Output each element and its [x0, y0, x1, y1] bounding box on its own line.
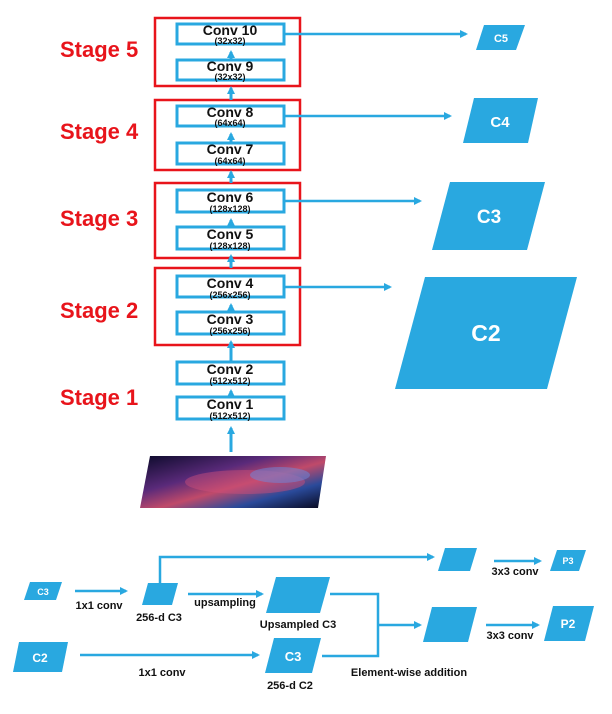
conv3x3-bottom-label: 3x3 conv: [486, 630, 534, 642]
svg-text:Conv 1: Conv 1: [207, 396, 254, 412]
conv-1-box: Conv 1 (512x512): [175, 395, 286, 421]
conv-9-box: Conv 9 (32x32): [175, 58, 286, 82]
c2-output: C2: [395, 277, 577, 389]
p3-output: P3: [550, 550, 586, 571]
stage-3-label: Stage 3: [60, 206, 138, 231]
stage-1-label: Stage 1: [60, 385, 138, 410]
svg-text:C2: C2: [32, 651, 48, 665]
conv-5-box: Conv 5 (128x128): [175, 225, 286, 251]
upsampled-c3-label: Upsampled C3: [260, 619, 336, 631]
svg-text:Conv 5: Conv 5: [207, 226, 254, 242]
p3-input-box: [438, 548, 477, 571]
reduced-c3-box: [142, 583, 178, 605]
svg-text:(64x64): (64x64): [214, 118, 245, 128]
conv1x1-top-label: 1x1 conv: [75, 600, 123, 612]
upsampling-label: upsampling: [194, 597, 256, 609]
svg-text:Conv 2: Conv 2: [207, 361, 254, 377]
conv-3-box: Conv 3 (256x256): [175, 310, 286, 336]
stage-4-label: Stage 4: [60, 119, 139, 144]
svg-text:(32x32): (32x32): [214, 36, 245, 46]
svg-text:(32x32): (32x32): [214, 72, 245, 82]
fusion-diagram: C3 1x1 conv 256-d C3 upsampling Upsample…: [13, 548, 594, 692]
fusion-c3-input: C3: [24, 582, 62, 600]
svg-text:Conv 4: Conv 4: [207, 275, 254, 291]
svg-text:C3: C3: [285, 649, 302, 664]
upsampled-c3-box: [266, 577, 330, 613]
svg-text:Conv 10: Conv 10: [203, 22, 258, 38]
svg-text:C2: C2: [471, 320, 500, 346]
conv-4-box: Conv 4 (256x256): [175, 274, 286, 300]
svg-text:(128x128): (128x128): [209, 241, 250, 251]
c5-output: C5: [476, 25, 525, 50]
svg-text:C3: C3: [37, 587, 49, 597]
conv-8-box: Conv 8 (64x64): [175, 104, 286, 128]
conv-10-box: Conv 10 (32x32): [175, 22, 286, 46]
reduced-c2-box: C3: [265, 638, 321, 673]
svg-text:Conv 6: Conv 6: [207, 189, 254, 205]
svg-text:(128x128): (128x128): [209, 204, 250, 214]
svg-text:Conv 9: Conv 9: [207, 58, 254, 74]
elementwise-label: Element-wise addition: [351, 667, 467, 679]
stage-5-label: Stage 5: [60, 37, 138, 62]
c3-output: C3: [432, 182, 545, 250]
output-arrows: [284, 30, 468, 291]
svg-text:Conv 8: Conv 8: [207, 104, 254, 120]
svg-text:(256x256): (256x256): [209, 290, 250, 300]
svg-text:P2: P2: [561, 617, 576, 631]
conv1x1-bottom-label: 1x1 conv: [138, 667, 186, 679]
conv-2-box: Conv 2 (512x512): [175, 360, 286, 386]
p2-output: P2: [544, 606, 594, 641]
conv3x3-top-label: 3x3 conv: [491, 566, 539, 578]
svg-text:C4: C4: [490, 114, 510, 131]
conv-6-box: Conv 6 (128x128): [175, 188, 286, 214]
svg-text:(64x64): (64x64): [214, 156, 245, 166]
stage-2-label: Stage 2: [60, 298, 138, 323]
input-image: [140, 456, 326, 508]
svg-text:(512x512): (512x512): [209, 411, 250, 421]
reduced-c3-label: 256-d C3: [136, 612, 182, 624]
svg-text:Conv 7: Conv 7: [207, 141, 254, 157]
svg-text:C3: C3: [477, 207, 501, 228]
svg-text:C5: C5: [494, 33, 508, 45]
fusion-c2-input: C2: [13, 642, 68, 672]
svg-text:(256x256): (256x256): [209, 326, 250, 336]
svg-text:Conv 3: Conv 3: [207, 311, 254, 327]
svg-text:(512x512): (512x512): [209, 376, 250, 386]
merged-feature-box: [423, 607, 477, 642]
conv-7-box: Conv 7 (64x64): [175, 141, 286, 166]
svg-text:P3: P3: [562, 556, 573, 566]
c4-output: C4: [463, 98, 538, 143]
reduced-c2-label: 256-d C2: [267, 680, 313, 692]
